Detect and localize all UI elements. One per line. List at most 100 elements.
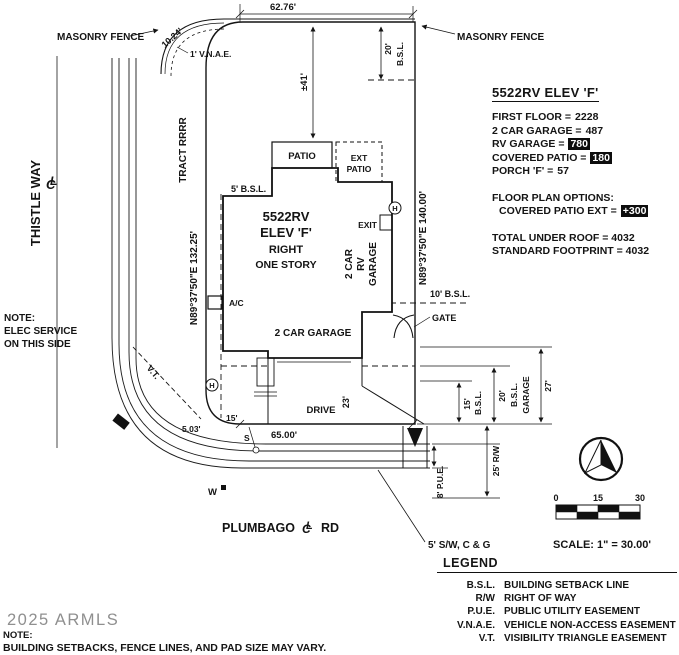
exit-label: EXIT xyxy=(358,220,378,230)
hose-bib-marker-1: H xyxy=(392,204,397,213)
area-value: 57 xyxy=(557,165,569,177)
sidewalk-label: 5' S/W, C & G xyxy=(428,540,491,551)
rw-label: 25' R/W xyxy=(491,445,501,476)
apron-marker xyxy=(407,428,423,447)
area-label: RV GARAGE = xyxy=(492,138,565,150)
curb-corner-marker xyxy=(112,413,130,430)
area-row-covered-patio: COVERED PATIO =180 xyxy=(492,151,678,166)
dim-65-label: 65.00' xyxy=(271,430,297,441)
area-label: PORCH 'F' = xyxy=(492,165,554,177)
legend-item-rw: R/W RIGHT OF WAY xyxy=(437,592,677,605)
area-row-2car-garage: 2 CAR GARAGE =487 xyxy=(492,125,678,139)
dim-23-label: 23' xyxy=(341,396,351,408)
house-name-line2: ELEV 'F' xyxy=(260,225,312,240)
legend-desc: VEHICLE NON-ACCESS EASEMENT xyxy=(504,619,676,631)
vnae-label: 1' V.N.A.E. xyxy=(190,49,231,59)
bsl-15-right-label: B.S.L. xyxy=(473,391,483,415)
legend-desc: VISIBILITY TRIANGLE EASEMENT xyxy=(504,632,667,644)
rv-garage-label-2: RV xyxy=(356,257,367,271)
bsl-20-garage-label-2: GARAGE xyxy=(521,376,531,414)
scale-tick-30: 30 xyxy=(635,493,645,503)
dim-15-front-label: 15' xyxy=(226,413,237,423)
legend: LEGEND B.S.L. BUILDING SETBACK LINE R/W … xyxy=(437,556,677,645)
dim-10-24-label: 10.24' xyxy=(159,26,184,50)
ext-patio-label-2: PATIO xyxy=(347,164,372,174)
centerline-symbol-l: L xyxy=(50,174,57,188)
dim-20-top-label: 20' xyxy=(383,43,393,54)
area-label: COVERED PATIO = xyxy=(492,151,587,164)
legend-desc: PUBLIC UTILITY EASEMENT xyxy=(504,606,640,618)
street-lines xyxy=(56,56,430,469)
site-markers xyxy=(205,201,402,490)
legend-title: LEGEND xyxy=(437,556,677,573)
street-plumbago-label: PLUMBAGO xyxy=(222,521,295,535)
vt-label: V.T. xyxy=(145,363,162,381)
centerline-symbol2-l: L xyxy=(306,520,313,532)
elec-note-line2: ELEC SERVICE xyxy=(4,326,77,337)
gate-arc xyxy=(392,314,431,339)
dim-15-right-label: 15' xyxy=(462,398,472,409)
dimension-lines xyxy=(129,4,552,543)
bsl-20-top-label: B.S.L. xyxy=(395,42,405,66)
option-label: COVERED PATIO EXT = xyxy=(499,205,617,217)
legend-abbr: P.U.E. xyxy=(467,606,495,618)
centerline-symbol2-c: C xyxy=(302,522,311,536)
legend-item-vt: V.T. VISIBILITY TRIANGLE EASEMENT xyxy=(437,632,677,645)
scale-bar xyxy=(555,504,641,520)
area-value: 487 xyxy=(585,124,604,137)
setback-lines xyxy=(132,79,468,420)
legend-abbr: V.T. xyxy=(478,632,495,644)
elec-note-line3: ON THIS SIDE xyxy=(4,339,71,350)
house-name-line1: 5522RV xyxy=(263,209,310,224)
area-label: FIRST FLOOR = xyxy=(492,111,572,123)
north-arrow xyxy=(578,436,624,482)
vnae-easement-line xyxy=(170,28,226,77)
patio-label: PATIO xyxy=(288,151,316,162)
options-header: FLOOR PLAN OPTIONS: xyxy=(492,191,614,204)
scale-label: SCALE: 1" = 30.00' xyxy=(553,539,651,551)
legend-abbr: R/W xyxy=(475,593,495,605)
scale-tick-0: 0 xyxy=(553,493,558,503)
total-under-roof: TOTAL UNDER ROOF = 4032 xyxy=(492,231,635,244)
bsl-5-label: 5' B.S.L. xyxy=(231,184,266,194)
area-value-highlighted: 180 xyxy=(590,151,612,164)
bottom-note-title: NOTE: xyxy=(3,630,33,641)
legend-abbr: B.S.L. xyxy=(466,580,495,591)
lot-boundary xyxy=(205,21,416,425)
driveway-lines xyxy=(267,358,428,468)
option-value-highlighted: +300 xyxy=(620,205,649,217)
scale-tick-15: 15 xyxy=(593,493,603,503)
masonry-fence-lines xyxy=(160,18,415,75)
rv-garage-label-1: 2 CAR xyxy=(344,248,355,279)
water-marker: W xyxy=(208,487,217,498)
bearing-west-label: N89°37'50"E 132.25' xyxy=(189,231,200,325)
pue-label: 8' P.U.E. xyxy=(435,466,445,499)
masonry-fence-left-label: MASONRY FENCE xyxy=(57,32,145,43)
street-thistle-label: THISTLE WAY xyxy=(28,160,43,247)
garage-label: 2 CAR GARAGE xyxy=(275,328,352,339)
sewer-marker: S xyxy=(244,433,250,443)
floor-area-panel: 5522RV ELEV 'F' FIRST FLOOR =2228 2 CAR … xyxy=(492,84,678,259)
legend-desc: BUILDING SETBACK LINE xyxy=(504,580,629,591)
area-row-first-floor: FIRST FLOOR =2228 xyxy=(492,111,678,125)
legend-abbr: V.N.A.E. xyxy=(457,619,495,631)
masonry-fence-right-label: MASONRY FENCE xyxy=(457,32,545,43)
standard-footprint: STANDARD FOOTPRINT = 4032 xyxy=(492,245,650,257)
bearing-east-label: N89°37'50"E 140.00' xyxy=(418,191,429,285)
legend-item-pue: P.U.E. PUBLIC UTILITY EASEMENT xyxy=(437,605,677,618)
area-label: 2 CAR GARAGE = xyxy=(492,124,582,137)
tract-label: TRACT RRRR xyxy=(178,116,189,182)
street-rd-label: RD xyxy=(321,521,339,535)
bsl-10-label: 10' B.S.L. xyxy=(430,289,470,299)
area-row-porch: PORCH 'F' =57 xyxy=(492,165,678,179)
house-name-line4: ONE STORY xyxy=(255,259,316,271)
ext-patio-label-1: EXT xyxy=(351,153,368,163)
area-value: 2228 xyxy=(575,111,599,123)
bottom-note-body: BUILDING SETBACKS, FENCE LINES, AND PAD … xyxy=(3,642,327,654)
drive-label: DRIVE xyxy=(306,405,335,416)
legend-desc: RIGHT OF WAY xyxy=(504,593,577,605)
dim-27-label: 27' xyxy=(543,380,553,391)
hose-bib-marker-2: H xyxy=(209,381,214,390)
dim-62-76-label: 62.76' xyxy=(270,2,296,13)
